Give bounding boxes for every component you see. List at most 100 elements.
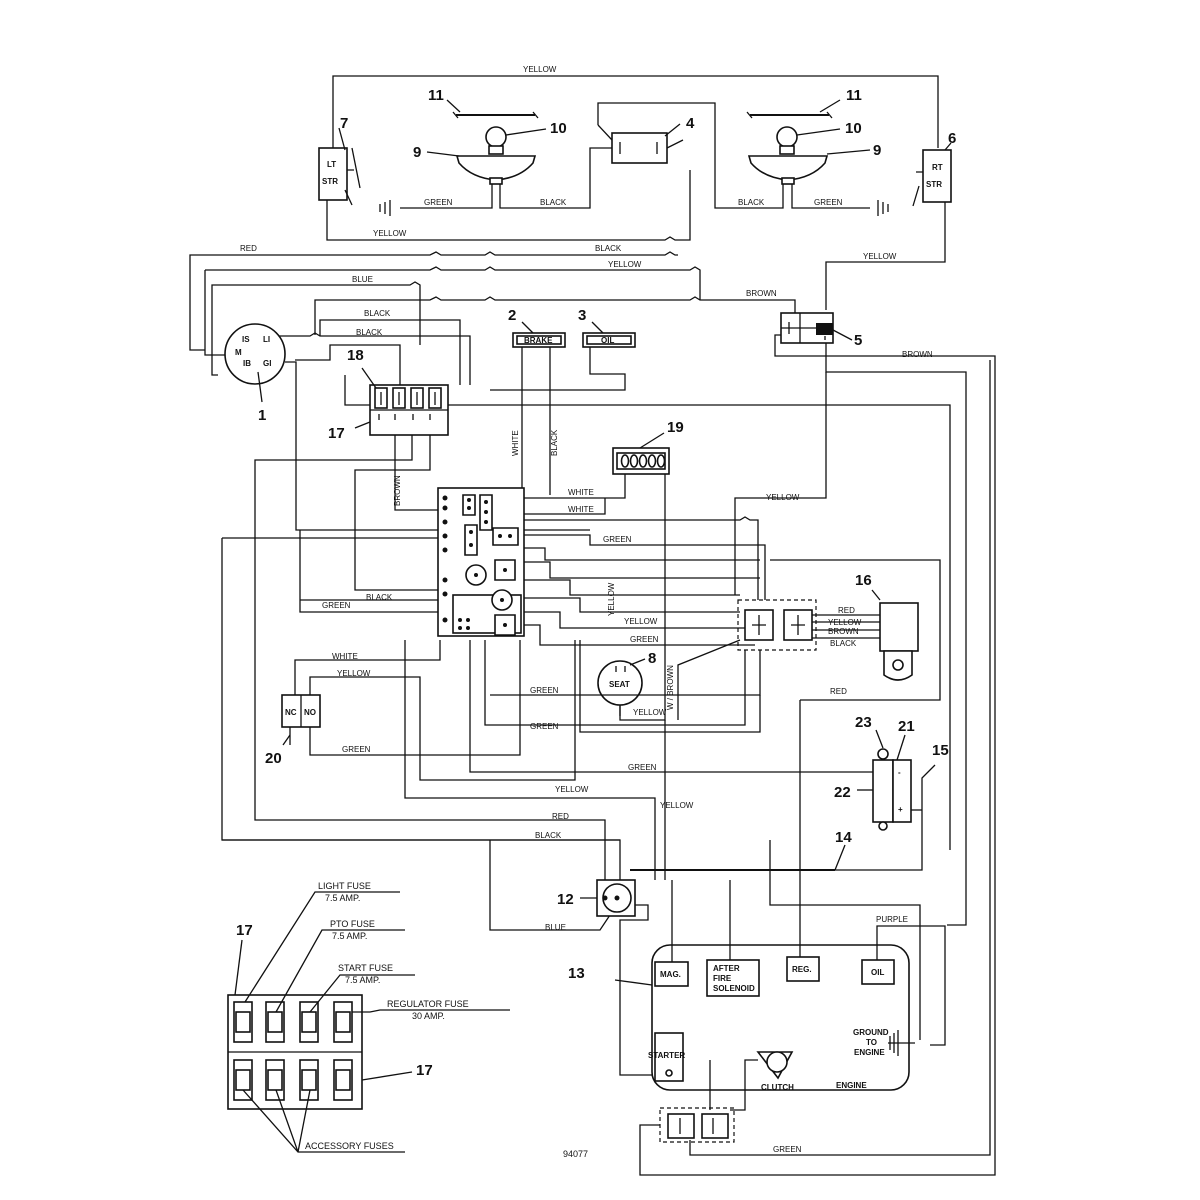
wire-label-yellow-16: YELLOW bbox=[828, 618, 862, 627]
wire-label-yellow-top: YELLOW bbox=[523, 65, 557, 74]
oil-switch-label: OIL bbox=[601, 336, 614, 345]
harness-middle: GREEN YELLOW YELLOW GREEN GREEN SEAT 8 W… bbox=[221, 516, 941, 870]
wire-label-black-16: BLACK bbox=[830, 639, 857, 648]
regulator-fuse-amp: 30 AMP. bbox=[412, 1011, 445, 1021]
lt-str-label-2: STR bbox=[322, 177, 338, 186]
no-label: NO bbox=[304, 708, 316, 717]
wire-label-white-brake: WHITE bbox=[511, 430, 520, 456]
start-fuse-label: START FUSE bbox=[338, 963, 393, 973]
callout-21: 21 bbox=[898, 718, 915, 735]
wire-label-yellow-low2: YELLOW bbox=[660, 801, 694, 810]
wire-label-brown-top: BROWN bbox=[746, 289, 777, 298]
connector-19: 19 WHITE WHITE bbox=[520, 419, 684, 721]
right-headlight bbox=[747, 155, 829, 181]
after-fire-label-1: AFTER bbox=[713, 964, 740, 973]
wire-label-white-19a: WHITE bbox=[568, 488, 594, 497]
wire-label-black-18b: BLACK bbox=[356, 328, 383, 337]
callout-11-left: 11 bbox=[428, 87, 444, 104]
wire-label-blue-low: BLUE bbox=[545, 923, 566, 932]
after-fire-label-3: SOLENOID bbox=[713, 984, 755, 993]
lighting-circuit: YELLOW LT STR 7 RT STR 6 YELLOW 11 10 9 … bbox=[318, 65, 956, 241]
wire-label-w-brown: W / BROWN bbox=[666, 665, 675, 710]
wire-label-red-mid: RED bbox=[830, 687, 847, 696]
start-fuse-amp: 7.5 AMP. bbox=[345, 975, 380, 985]
callout-16: 16 bbox=[855, 572, 872, 589]
wire-label-yellow-mid: YELLOW bbox=[608, 260, 642, 269]
wire-label-blue: BLUE bbox=[352, 275, 373, 284]
callout-10-left: 10 bbox=[550, 120, 567, 137]
wire-label-yellow-mid2: YELLOW bbox=[624, 617, 658, 626]
wire-label-yellow-vert: YELLOW bbox=[607, 582, 616, 616]
fuse-block-upper: 18 17 BROWN BLACK bbox=[254, 347, 951, 850]
wire-label-yellow-low: YELLOW bbox=[555, 785, 589, 794]
wire-label-yellow-seat: YELLOW bbox=[633, 708, 667, 717]
ign-gi-label: GI bbox=[263, 359, 271, 368]
wire-label-green-clutch: GREEN bbox=[773, 1145, 802, 1154]
wire-label-black-low: BLACK bbox=[535, 831, 562, 840]
nc-label: NC bbox=[285, 708, 297, 717]
after-fire-solenoid bbox=[706, 959, 760, 997]
callout-18: 18 bbox=[347, 347, 364, 364]
starter-label: STARTER bbox=[648, 1051, 685, 1060]
callout-3: 3 bbox=[578, 307, 586, 324]
wire-label-green-20: GREEN bbox=[342, 745, 371, 754]
callout-23: 23 bbox=[855, 714, 872, 731]
callout-10-right: 10 bbox=[845, 120, 862, 137]
wire-label-brown-16: BROWN bbox=[828, 627, 859, 636]
callout-1: 1 bbox=[258, 407, 266, 424]
ign-li-label: LI bbox=[263, 335, 270, 344]
wire-label-black-mid: BLACK bbox=[595, 244, 622, 253]
right-bulb bbox=[776, 126, 798, 148]
lt-str-label-1: LT bbox=[327, 160, 336, 169]
callout-22: 22 bbox=[834, 784, 851, 801]
control-module bbox=[437, 487, 525, 637]
left-turn-signal bbox=[318, 147, 348, 201]
wire-label-green-mid1: GREEN bbox=[603, 535, 632, 544]
callout-12: 12 bbox=[557, 891, 574, 908]
battery-plus: + bbox=[898, 805, 903, 814]
callout-6: 6 bbox=[948, 130, 956, 147]
wire-label-yellow-right: YELLOW bbox=[863, 252, 897, 261]
wire-label-purple: PURPLE bbox=[876, 915, 908, 924]
callout-17-lower-a: 17 bbox=[236, 922, 253, 939]
mag-label: MAG. bbox=[660, 970, 681, 979]
ign-is-label: IS bbox=[242, 335, 250, 344]
callout-17-lower-b: 17 bbox=[416, 1062, 433, 1079]
light-fuse-amp: 7.5 AMP. bbox=[325, 893, 360, 903]
fuse-legend: 17 17 LIGHT FUSE 7.5 AMP. PTO FUSE 7.5 A… bbox=[227, 881, 510, 1153]
interlock-switch: WHITE YELLOW NC NO GREEN 20 bbox=[265, 640, 576, 781]
battery-minus: - bbox=[898, 768, 901, 777]
connector-pair bbox=[737, 599, 817, 651]
wire-label-black-brake: BLACK bbox=[550, 429, 559, 456]
pto-fuse-amp: 7.5 AMP. bbox=[332, 931, 367, 941]
left-headlight bbox=[455, 155, 537, 181]
ign-m-label: M bbox=[235, 348, 242, 357]
brake-label: BRAKE bbox=[524, 336, 553, 345]
right-turn-signal bbox=[922, 149, 952, 203]
engine-regulator bbox=[786, 956, 820, 982]
wire-label-black-right: BLACK bbox=[738, 198, 765, 207]
wire-label-black-lower: BLACK bbox=[366, 593, 393, 602]
ground-label-2: TO bbox=[866, 1038, 877, 1047]
drawing-number: 94077 bbox=[563, 1149, 588, 1159]
engine-mag bbox=[654, 961, 689, 987]
engine-oil-label: OIL bbox=[871, 968, 884, 977]
ign-ib-label: IB bbox=[243, 359, 251, 368]
wire-label-green-left: GREEN bbox=[424, 198, 453, 207]
callout-7: 7 bbox=[340, 115, 348, 132]
battery: - + 23 21 22 bbox=[834, 714, 922, 831]
wire-label-green-low3: GREEN bbox=[628, 763, 657, 772]
callout-13: 13 bbox=[568, 965, 585, 982]
wire-label-white-19b: WHITE bbox=[568, 505, 594, 514]
callout-2: 2 bbox=[508, 307, 516, 324]
wire-label-green-low2: GREEN bbox=[530, 722, 559, 731]
ground-label-3: ENGINE bbox=[854, 1048, 885, 1057]
pto-switch bbox=[879, 602, 919, 652]
callout-15: 15 bbox=[932, 742, 949, 759]
clutch-connector bbox=[659, 1107, 735, 1143]
wire-label-yellow-lt: YELLOW bbox=[373, 229, 407, 238]
dash-switches: BRAKE 2 WHITE BLACK OIL 3 bbox=[490, 307, 636, 495]
wire-label-yellow-19: YELLOW bbox=[766, 493, 800, 502]
clutch-label: CLUTCH bbox=[761, 1083, 794, 1092]
